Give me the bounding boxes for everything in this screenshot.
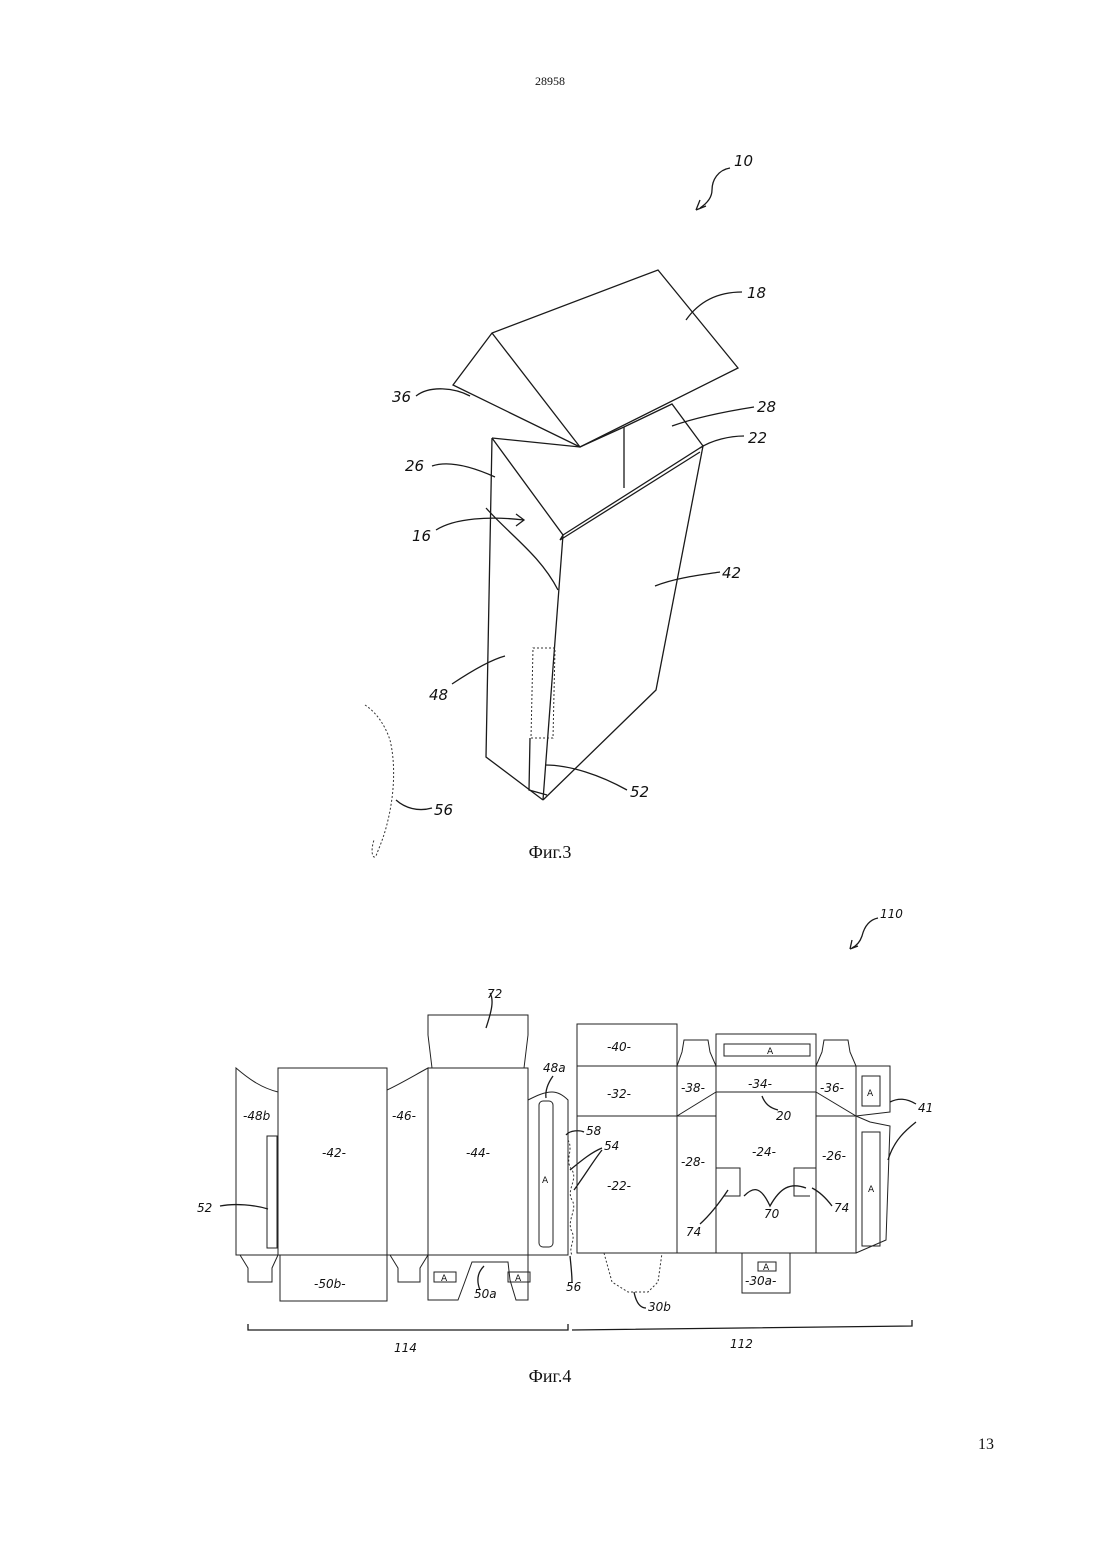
leader-30b	[634, 1292, 646, 1308]
mark-a-30a: A	[763, 1263, 770, 1273]
panel-44	[428, 1068, 528, 1255]
tear-window-52	[267, 1136, 277, 1248]
ref-56-fig4: 56	[566, 1280, 582, 1294]
mark-a-41-bottom: A	[868, 1185, 875, 1195]
leader-74-right	[812, 1188, 832, 1206]
ref-22-fig4: -22-	[607, 1179, 631, 1193]
ref-48b: -48b	[243, 1109, 271, 1123]
ref-54: 54	[604, 1139, 619, 1153]
ref-114: 114	[394, 1341, 417, 1355]
ref-24: -24-	[752, 1145, 776, 1159]
ref-46: -46-	[392, 1109, 416, 1123]
leader-74-left	[700, 1190, 728, 1224]
ref-74-left: 74	[686, 1225, 701, 1239]
brace-114	[248, 1324, 568, 1330]
tab-top-34	[716, 1034, 816, 1066]
mark-a-50a-right: A	[515, 1274, 522, 1284]
ref-26-fig4: -26-	[822, 1149, 846, 1163]
ref-52-fig4: 52	[197, 1201, 212, 1215]
leader-52	[220, 1205, 268, 1209]
brace-112	[572, 1320, 912, 1330]
ref-72: 72	[487, 987, 502, 1001]
panel-24	[716, 1092, 816, 1253]
ref-42-fig4: -42-	[322, 1146, 346, 1160]
leader-20	[762, 1096, 778, 1110]
lock-tab-74-left	[716, 1168, 740, 1196]
ref-30b: 30b	[648, 1300, 671, 1314]
ref-41: 41	[918, 1101, 933, 1115]
panel-48b	[236, 1068, 278, 1255]
ref-50a: 50a	[474, 1287, 497, 1301]
page-number: 13	[978, 1436, 994, 1454]
panel-42	[278, 1068, 387, 1255]
ref-34: -34-	[748, 1077, 772, 1091]
ref-74-right: 74	[834, 1201, 849, 1215]
flap-30b	[604, 1253, 662, 1292]
ref-40: -40-	[607, 1040, 631, 1054]
leader-56-fig4	[570, 1256, 572, 1282]
lock-tab-74-right	[794, 1168, 816, 1196]
ref-30a: -30a-	[745, 1274, 776, 1288]
leader-48a	[546, 1076, 553, 1098]
ref-32: -32-	[607, 1087, 631, 1101]
leader-54	[570, 1148, 602, 1190]
mark-a-top: A	[767, 1047, 774, 1057]
flap-72	[428, 1015, 528, 1068]
ref-112: 112	[730, 1337, 753, 1351]
ref-44: -44-	[466, 1146, 490, 1160]
glue-strip-48a	[539, 1101, 553, 1247]
tab-46-bottom	[390, 1255, 428, 1282]
figure-4-caption: Фиг.4	[0, 1366, 1100, 1387]
ref-36-fig4: -36-	[820, 1081, 844, 1095]
panel-26	[816, 1116, 856, 1253]
ref-50b: -50b-	[314, 1277, 346, 1291]
leader-58	[566, 1131, 584, 1135]
panel-48a	[528, 1092, 568, 1255]
ref-58: 58	[586, 1124, 602, 1138]
leader-110	[852, 918, 878, 948]
mark-a-50a-left: A	[441, 1274, 448, 1284]
ref-28-fig4: -28-	[681, 1155, 705, 1169]
ref-48a: 48a	[543, 1061, 566, 1075]
tab-48b-bottom	[240, 1255, 278, 1282]
ref-110: 110	[880, 907, 903, 921]
tab-top-38	[677, 1040, 716, 1066]
ref-70: 70	[764, 1207, 780, 1221]
mark-a-48a: A	[542, 1176, 549, 1186]
panel-46	[387, 1068, 428, 1255]
mark-a-41-top: A	[867, 1089, 874, 1099]
tab-top-36	[816, 1040, 856, 1066]
leader-41	[888, 1099, 916, 1160]
ref-38: -38-	[681, 1081, 705, 1095]
ref-20: 20	[776, 1109, 792, 1123]
tear-strip-54	[568, 1140, 574, 1255]
